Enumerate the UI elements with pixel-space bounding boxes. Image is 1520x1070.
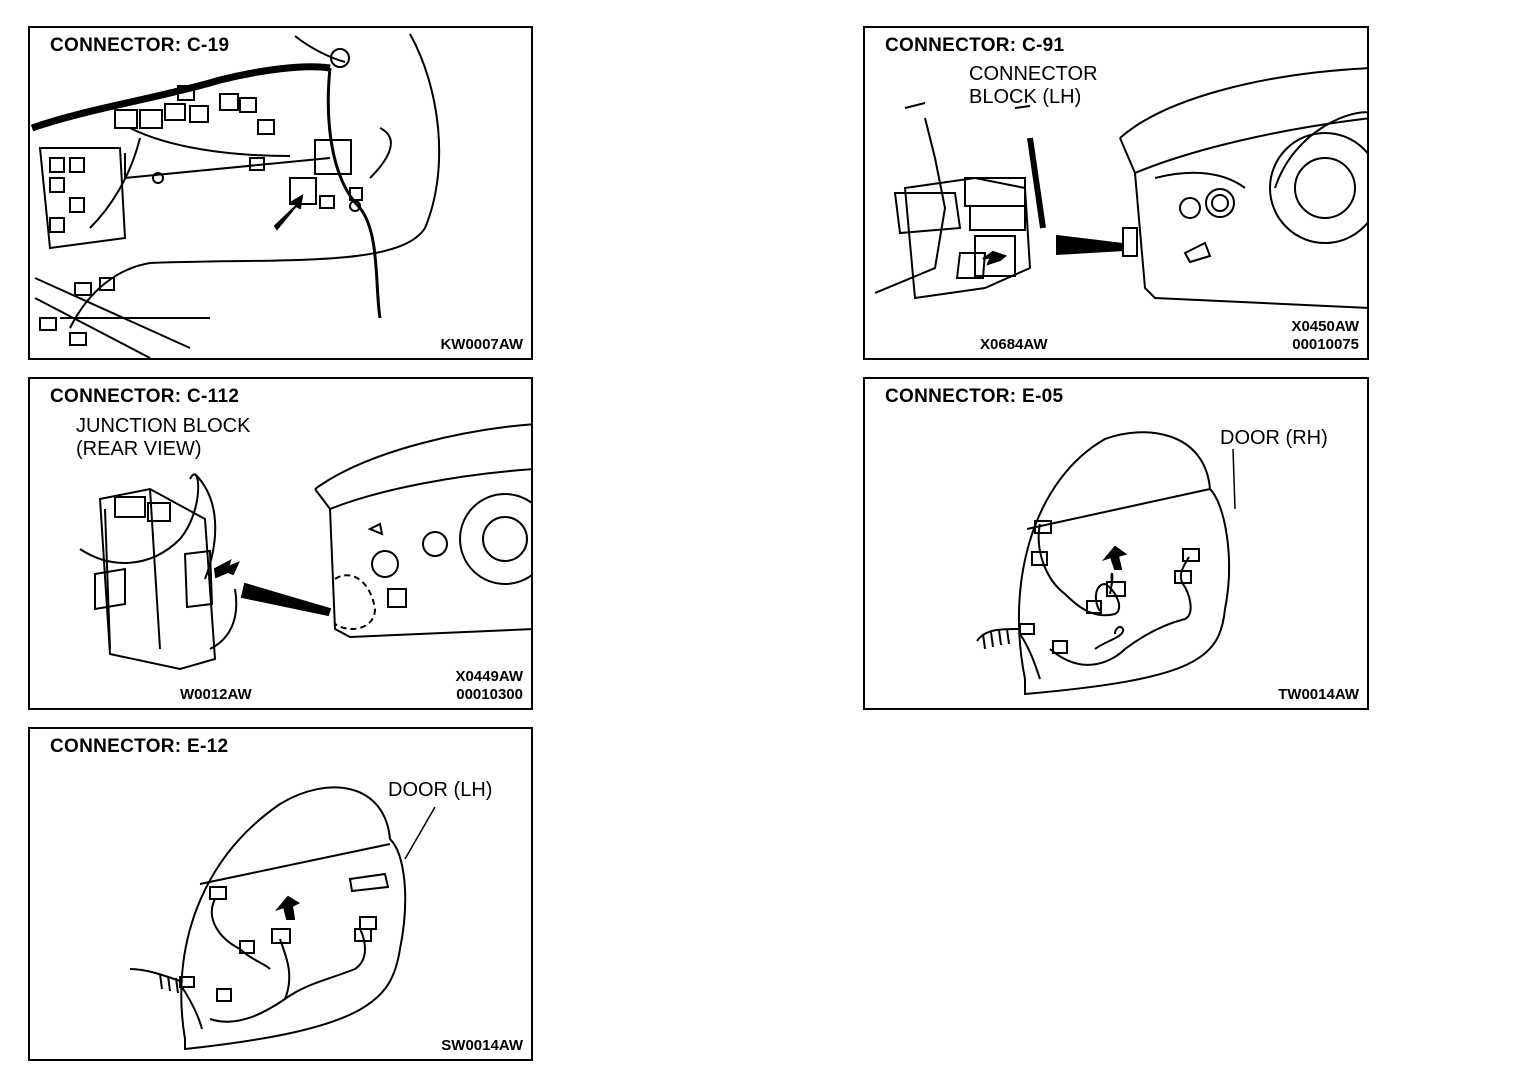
connector-block-illustration [874, 67, 1367, 309]
label-line-2: BLOCK (LH) [969, 86, 1082, 108]
figure-code: KW0007AW [440, 336, 523, 353]
panel-title: CONNECTOR: E-05 [885, 386, 1064, 407]
label-line-2: (REAR VIEW) [76, 438, 202, 460]
panel-title: CONNECTOR: C-91 [885, 35, 1065, 56]
door-lh-label: DOOR (LH) [388, 779, 493, 801]
figure-code: TW0014AW [1278, 686, 1359, 703]
panel-connector-c112: CONNECTOR: C-112 JUNCTION BLOCK(REAR VIE… [28, 377, 533, 710]
panel-connector-e12: CONNECTOR: E-12 DOOR (LH) SW0014AW [28, 727, 533, 1061]
panel-title: CONNECTOR: E-12 [50, 736, 229, 757]
door-lh-illustration [129, 786, 436, 1051]
panel-connector-e05: CONNECTOR: E-05 DOOR (RH) TW0014AW [863, 377, 1369, 710]
door-rh-illustration [976, 431, 1236, 696]
door-rh-label: DOOR (RH) [1220, 427, 1328, 449]
figure-code-line-2: 00010075 [1292, 336, 1359, 353]
junction-block-illustration [79, 423, 531, 671]
panel-title: CONNECTOR: C-112 [50, 386, 240, 407]
junction-block-label: JUNCTION BLOCK(REAR VIEW) [76, 415, 250, 461]
dashboard-harness-illustration [30, 33, 441, 358]
figure-code-line-1: X0450AW [1291, 318, 1359, 335]
panel-connector-c19: CONNECTOR: C-19 KW0007AW [28, 26, 533, 360]
label-line-1: CONNECTOR [969, 63, 1098, 85]
figure-code-line-2: 00010300 [456, 686, 523, 703]
label-line-1: JUNCTION BLOCK [76, 415, 251, 437]
figure-code-left: W0012AW [180, 686, 252, 703]
figure-code: SW0014AW [441, 1037, 523, 1054]
panel-title: CONNECTOR: C-19 [50, 35, 230, 56]
figure-code-line-1: X0449AW [455, 668, 523, 685]
figure-code-left: X0684AW [980, 336, 1048, 353]
